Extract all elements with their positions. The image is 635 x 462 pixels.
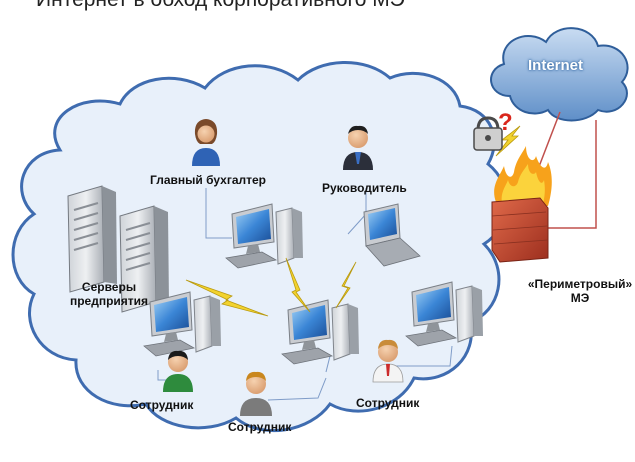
label-chief-accountant: Главный бухгалтер: [150, 173, 267, 187]
desktop-computer-icon: [225, 203, 304, 269]
network-links: [157, 188, 453, 401]
person-icon: [343, 125, 373, 170]
padlock-icon: [473, 116, 503, 151]
desktop-computer-icon: [143, 291, 222, 357]
desktop-computer-icon: [405, 281, 484, 347]
page-title: Интернет в обход корпоративного МЭ: [36, 0, 405, 12]
label-firewall: «Периметровый» МЭ: [525, 277, 635, 305]
label-manager: Руководитель: [322, 181, 407, 195]
label-servers-line1: Серверы: [81, 280, 137, 294]
person-icon: [192, 119, 220, 166]
internet-cloud-icon: [490, 27, 629, 122]
label-firewall-line1: «Периметровый»: [527, 277, 633, 291]
laptop-icon: [363, 203, 421, 267]
internet-label: Internet: [528, 57, 584, 74]
person-icon: [163, 350, 193, 392]
label-servers-line2: предприятия: [69, 294, 149, 308]
firewall-icon: [491, 197, 549, 263]
firewall-internet-link: [546, 120, 597, 229]
label-firewall-line2: МЭ: [570, 291, 590, 305]
question-mark-icon: ?: [498, 109, 513, 136]
person-icon: [240, 371, 272, 416]
desktop-computer-icon: [281, 299, 360, 365]
label-employee-left: Сотрудник: [130, 398, 194, 412]
fire-icon: [494, 146, 552, 208]
label-employee-center: Сотрудник: [228, 420, 292, 434]
person-icon: [372, 339, 404, 383]
label-servers: Серверы предприятия: [64, 280, 154, 308]
label-employee-right: Сотрудник: [356, 396, 420, 410]
